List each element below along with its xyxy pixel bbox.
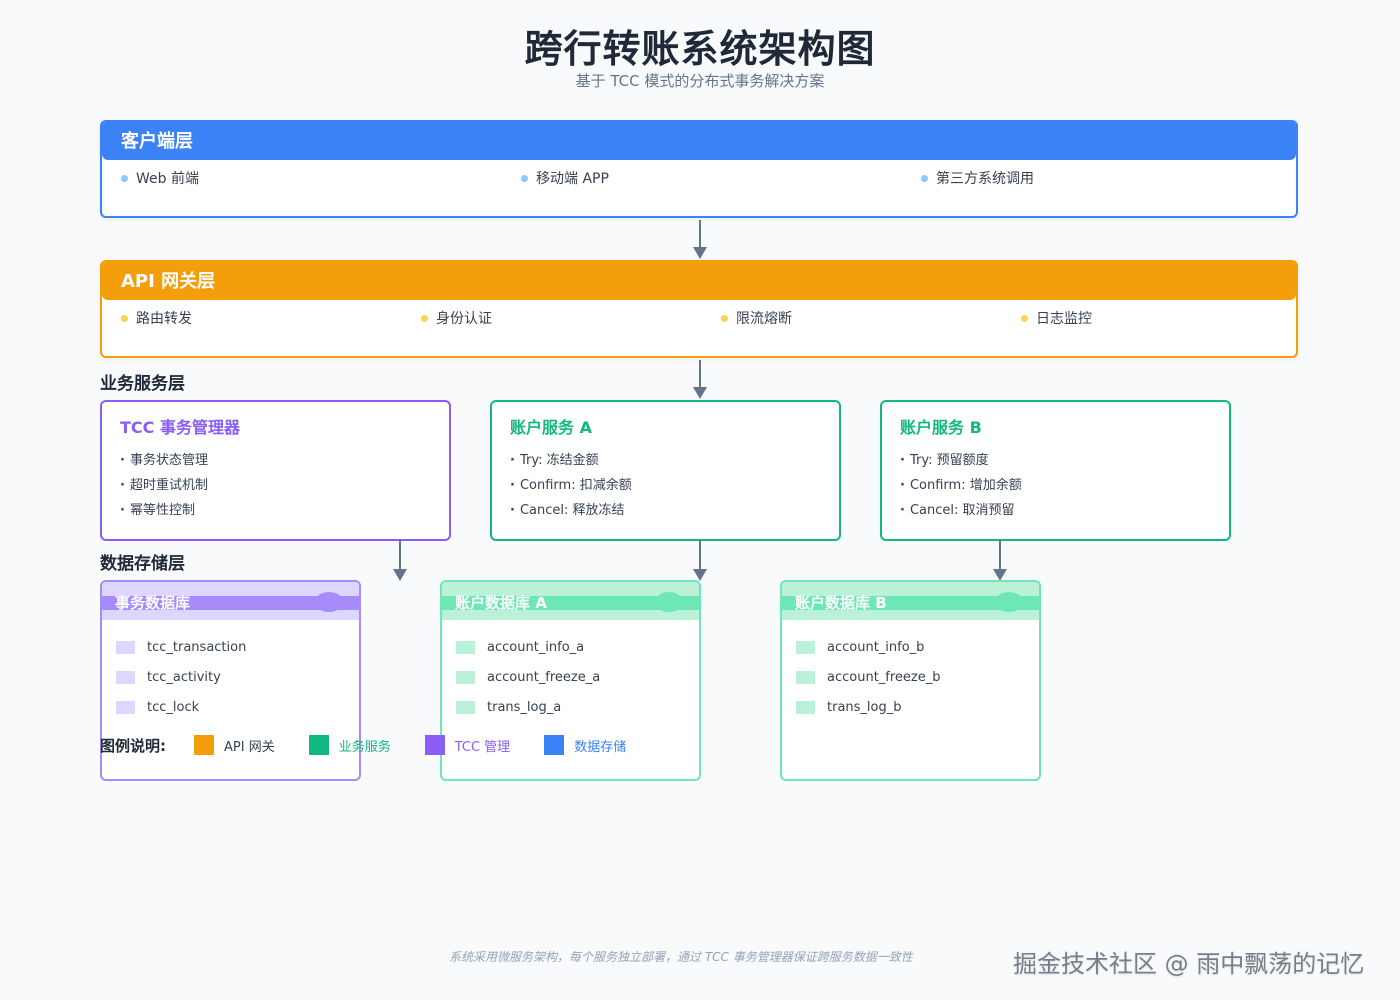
page-subtitle: 基于 TCC 模式的分布式事务解决方案 — [575, 72, 825, 90]
bullet-dot-icon — [1021, 314, 1028, 322]
bullet-dot-icon — [121, 314, 128, 322]
database-cylinder-icon — [995, 592, 1023, 612]
table-row: account_freeze_a — [456, 662, 600, 692]
database-cylinder-icon — [315, 592, 343, 612]
bullet-dot-icon — [721, 314, 728, 322]
table-icon — [116, 640, 135, 654]
database-title: 账户数据库 A — [455, 594, 547, 612]
footer-note: 系统采用微服务架构，每个服务独立部署，通过 TCC 事务管理器保证跨服务数据一致… — [449, 950, 913, 964]
service-item: Try: 冻结金额 — [510, 448, 632, 473]
legend-swatch — [424, 735, 445, 755]
table-icon — [456, 640, 475, 654]
legend-swatch — [544, 735, 565, 755]
table-row: tcc_activity — [116, 662, 246, 692]
table-icon — [116, 700, 135, 714]
database-title: 事务数据库 — [115, 594, 191, 612]
header-stripe — [782, 596, 1039, 610]
gateway-item-logging: 日志监控 — [1021, 308, 1092, 328]
table-icon — [796, 640, 815, 654]
legend-item-storage: 数据存储 — [544, 735, 626, 755]
gateway-layer: API 网关层 路由转发 身份认证 限流熔断 日志监控 — [100, 260, 1298, 358]
bullet-dot-icon — [521, 174, 528, 182]
legend-swatch — [194, 735, 214, 755]
table-row: account_info_b — [796, 632, 941, 662]
header-stripe — [102, 596, 359, 610]
client-item-web: Web 前端 — [121, 168, 199, 188]
service-item: 事务状态管理 — [120, 448, 208, 473]
legend-item-tcc: TCC 管理 — [424, 735, 510, 755]
arrow-down-icon — [693, 540, 707, 581]
service-item: Cancel: 释放冻结 — [510, 498, 632, 523]
service-item: Cancel: 取消预留 — [900, 498, 1022, 523]
header-stripe — [442, 596, 699, 610]
bullet-dot-icon — [421, 314, 428, 322]
service-tcc-manager: TCC 事务管理器 事务状态管理 超时重试机制 幂等性控制 — [100, 400, 451, 541]
service-item: Confirm: 扣减余额 — [510, 473, 632, 498]
service-title: 账户服务 B — [900, 418, 982, 437]
table-icon — [456, 700, 475, 714]
legend-title: 图例说明: — [100, 736, 166, 755]
table-icon — [456, 670, 475, 684]
client-item-third-party: 第三方系统调用 — [921, 168, 1034, 188]
arrow-down-icon — [993, 540, 1007, 581]
storage-layer-label: 数据存储层 — [100, 554, 185, 574]
legend-item-gateway: API 网关 — [194, 735, 275, 755]
database-header: 事务数据库 — [102, 582, 359, 620]
service-title: 账户服务 A — [510, 418, 592, 437]
table-row: account_freeze_b — [796, 662, 941, 692]
table-icon — [796, 700, 815, 714]
database-account-a: 账户数据库 A account_info_a account_freeze_a … — [440, 580, 701, 781]
bullet-dot-icon — [921, 174, 928, 182]
legend-item-business: 业务服务 — [308, 735, 391, 755]
table-row: trans_log_b — [796, 692, 941, 722]
gateway-item-routing: 路由转发 — [121, 308, 192, 328]
service-item: 超时重试机制 — [120, 473, 208, 498]
bullet-dot-icon — [121, 174, 128, 182]
service-item: Confirm: 增加余额 — [900, 473, 1022, 498]
gateway-item-auth: 身份认证 — [421, 308, 492, 328]
page-title: 跨行转账系统架构图 — [524, 27, 876, 71]
table-icon — [796, 670, 815, 684]
database-account-b: 账户数据库 B account_info_b account_freeze_b … — [780, 580, 1041, 781]
table-row: trans_log_a — [456, 692, 600, 722]
service-account-b: 账户服务 B Try: 预留额度 Confirm: 增加余额 Cancel: 取… — [880, 400, 1231, 541]
arrow-down-icon — [393, 540, 407, 581]
client-item-mobile: 移动端 APP — [521, 168, 609, 188]
legend-swatch — [308, 735, 329, 755]
gateway-layer-title: API 网关层 — [102, 262, 1296, 300]
legend: 图例说明: API 网关 业务服务 TCC 管理 数据存储 — [100, 734, 660, 756]
arrow-down-icon — [693, 220, 707, 259]
table-row: tcc_transaction — [116, 632, 246, 662]
service-account-a: 账户服务 A Try: 冻结金额 Confirm: 扣减余额 Cancel: 释… — [490, 400, 841, 541]
table-row: tcc_lock — [116, 692, 246, 722]
database-title: 账户数据库 B — [795, 594, 887, 612]
database-header: 账户数据库 B — [782, 582, 1039, 620]
table-icon — [116, 670, 135, 684]
client-layer: 客户端层 Web 前端 移动端 APP 第三方系统调用 — [100, 120, 1298, 218]
business-layer-label: 业务服务层 — [100, 374, 185, 394]
client-layer-title: 客户端层 — [102, 122, 1296, 160]
database-header: 账户数据库 A — [442, 582, 699, 620]
table-row: account_info_a — [456, 632, 600, 662]
database-cylinder-icon — [655, 592, 683, 612]
service-title: TCC 事务管理器 — [120, 418, 240, 437]
service-item: Try: 预留额度 — [900, 448, 1022, 473]
service-item: 幂等性控制 — [120, 498, 208, 523]
watermark: 掘金技术社区 @ 雨中飘荡的记忆 — [1013, 950, 1365, 978]
gateway-item-rate-limit: 限流熔断 — [721, 308, 792, 328]
arrow-down-icon — [693, 360, 707, 399]
